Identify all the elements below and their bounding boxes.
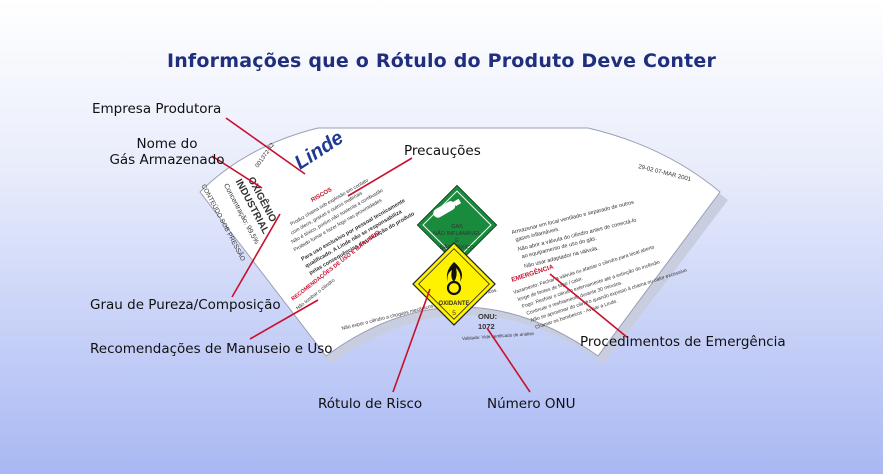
leader-emergencia xyxy=(549,273,629,339)
leader-risco xyxy=(392,288,431,393)
callout-numero-onu: Número ONU xyxy=(487,396,576,412)
leader-empresa xyxy=(225,117,306,175)
callout-nome-line2: Gás Armazenado xyxy=(109,152,225,168)
callout-empresa-produtora: Empresa Produtora xyxy=(92,101,222,117)
callout-precaucoes: Precauções xyxy=(404,143,481,159)
gas-cylinder-icon xyxy=(433,198,462,218)
oxidizer-text: OXIDANTE xyxy=(438,301,469,307)
callout-grau-pureza: Grau de Pureza/Composição xyxy=(90,297,281,313)
leader-manuseio xyxy=(249,299,319,340)
callout-nome-gas: Nome do Gás Armazenado xyxy=(92,136,242,168)
callout-rotulo-risco: Rótulo de Risco xyxy=(318,396,423,412)
green-text-2: NÃO INFLAMÁVEL xyxy=(433,230,481,237)
onu-label: ONU: xyxy=(478,312,497,321)
leader-pureza xyxy=(231,213,281,298)
yellow-class-number: 5 xyxy=(452,310,456,317)
page-title: Informações que o Rótulo do Produto Deve… xyxy=(166,50,717,72)
green-text-3: E xyxy=(455,238,459,244)
leader-lines xyxy=(211,117,629,393)
callout-emergencia: Procedimentos de Emergência xyxy=(580,334,786,350)
leader-nome xyxy=(211,155,263,189)
leader-precaucoes xyxy=(347,157,413,197)
green-text-1: GÁS xyxy=(451,223,463,230)
oxidizer-flame-icon xyxy=(446,262,462,296)
callout-manuseio: Recomendações de Manuseio e Uso xyxy=(90,341,333,357)
leader-onu xyxy=(486,327,531,393)
certificate-text: Validade: Vide certificado de análise xyxy=(462,331,535,341)
callout-nome-line1: Nome do xyxy=(136,136,198,152)
onu-number: 1072 xyxy=(478,322,495,331)
yellow-hazard-diamond: OXIDANTE 5 xyxy=(412,242,496,326)
